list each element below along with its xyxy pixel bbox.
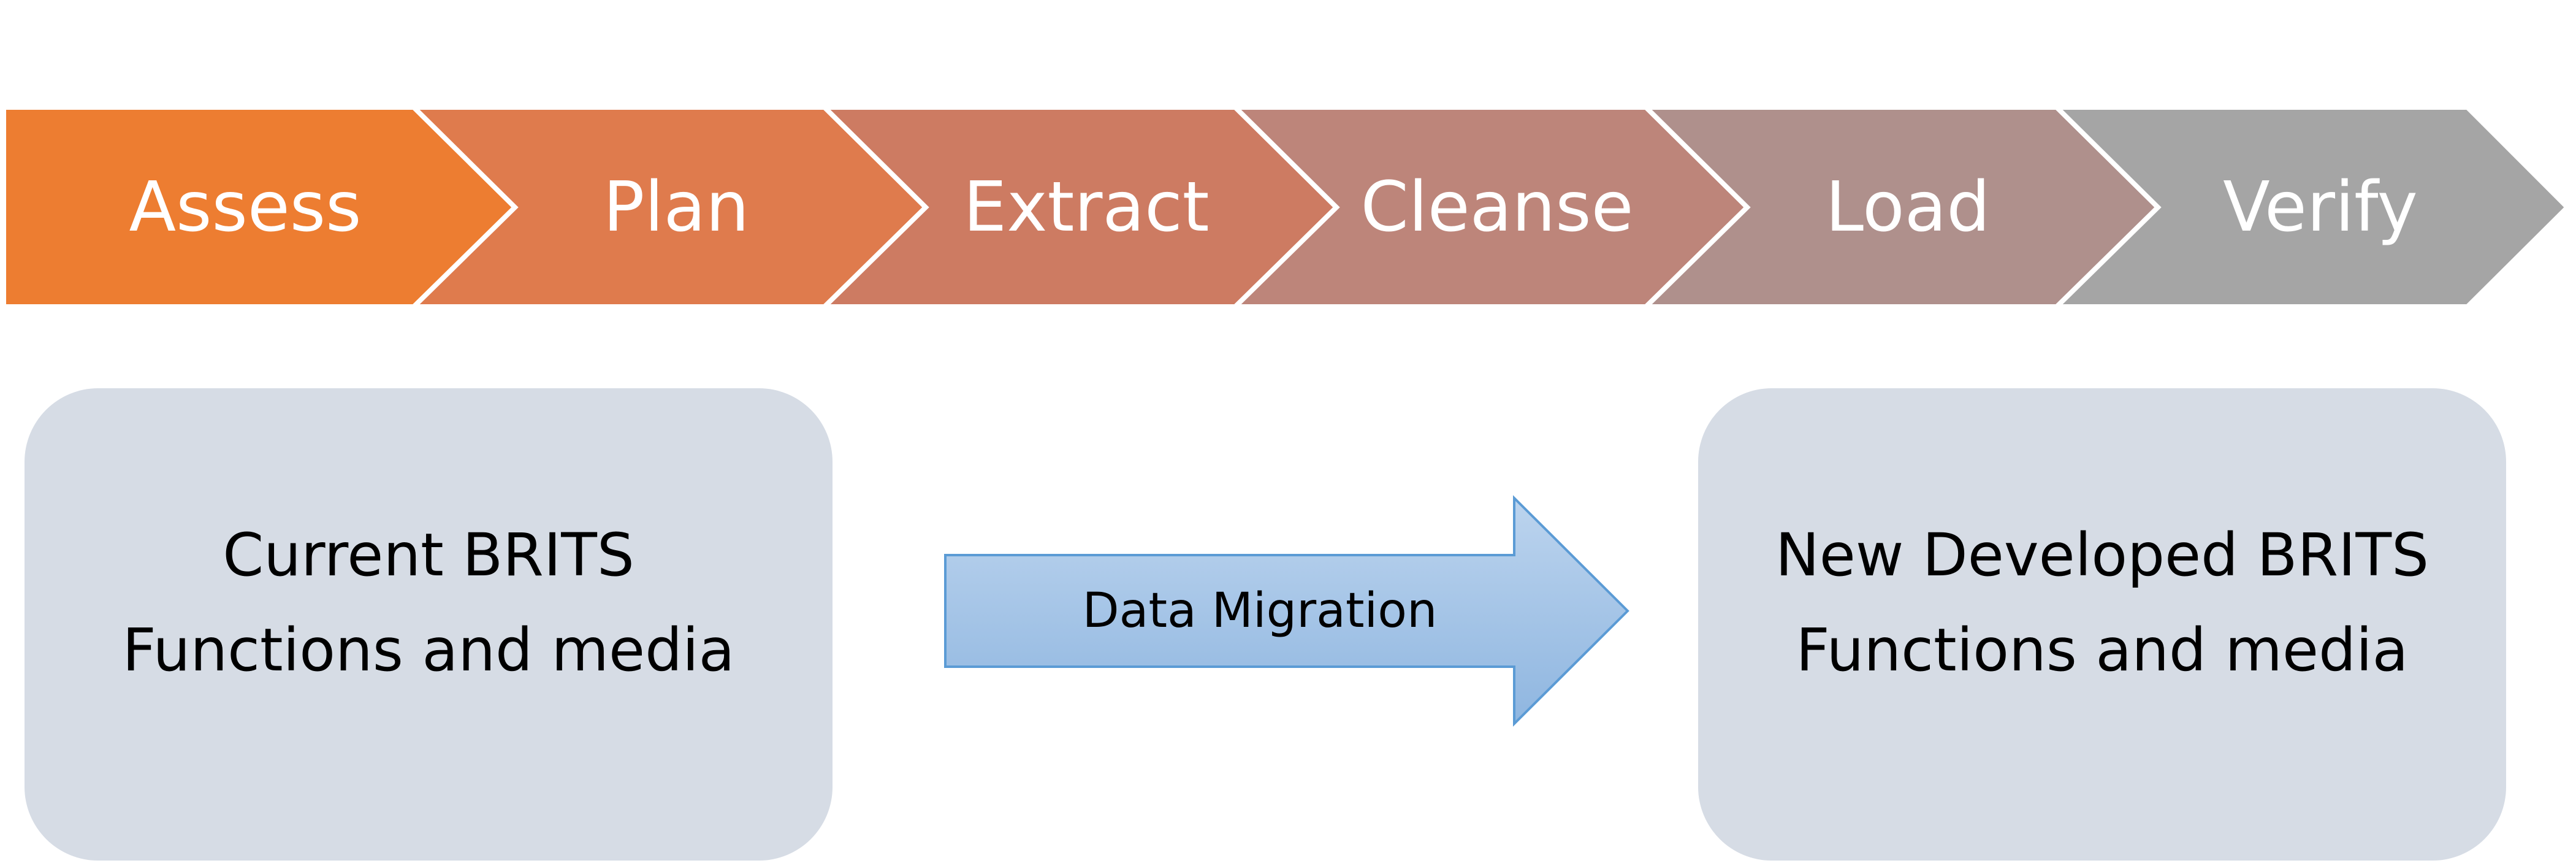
source-system-box: Current BRITS Functions and media bbox=[25, 388, 833, 861]
migration-arrow-label: Data Migration bbox=[1083, 583, 1438, 639]
step-cleanse: Cleanse bbox=[1229, 105, 1751, 309]
source-box-shape bbox=[25, 388, 833, 861]
step-cleanse-label: Cleanse bbox=[1360, 167, 1633, 247]
step-extract-label: Extract bbox=[963, 167, 1209, 247]
target-system-box: New Developed BRITS Functions and media bbox=[1698, 388, 2506, 861]
target-box-line1: New Developed BRITS bbox=[1775, 521, 2429, 589]
source-box-line2: Functions and media bbox=[123, 616, 735, 685]
step-assess: Assess bbox=[1, 105, 519, 309]
step-verify-shape bbox=[2051, 105, 2571, 309]
migration-arrow-shape bbox=[944, 495, 1629, 727]
step-load-label: Load bbox=[1826, 167, 1991, 247]
step-assess-label: Assess bbox=[129, 167, 362, 247]
source-box-line1: Current BRITS bbox=[223, 521, 634, 589]
step-plan-label: Plan bbox=[603, 167, 749, 247]
target-box-shape bbox=[1698, 388, 2506, 861]
step-verify-label: Verify bbox=[2223, 167, 2418, 247]
data-migration-arrow: Data Migration bbox=[944, 495, 1629, 727]
step-verify: Verify bbox=[2051, 105, 2571, 309]
process-chevron-row: Assess Plan Extract Cleanse Load Verify bbox=[1, 105, 2571, 309]
target-box-line2: Functions and media bbox=[1796, 616, 2409, 685]
